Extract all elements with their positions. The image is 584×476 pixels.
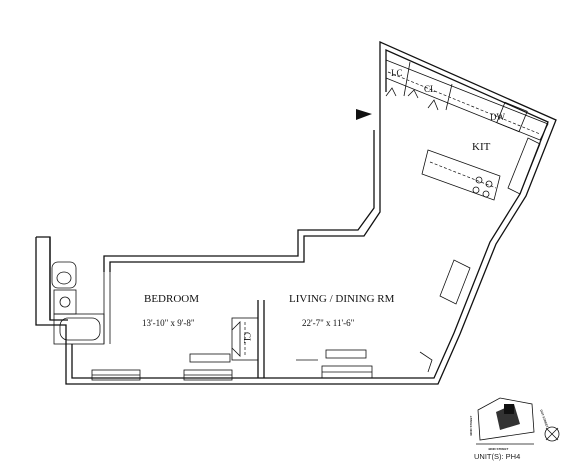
kitchen-name: KIT: [472, 141, 491, 153]
window-seat: [325, 349, 367, 359]
key-plan: 42ND STREET 42ND STREET DOT STREET UNIT(…: [469, 397, 560, 461]
bathtub-icon: [53, 313, 105, 345]
key-street-left: 42ND STREET: [469, 415, 473, 436]
sink-icon: [53, 289, 77, 315]
north-arrow-icon: [544, 426, 560, 442]
linen-closet-label: LC: [391, 68, 403, 78]
entry-arrow-icon: [356, 109, 372, 120]
bedroom-closet: [189, 300, 265, 378]
hall-closet-label: CL: [424, 84, 436, 94]
toilet-icon: [51, 261, 77, 289]
burner-icon: [475, 176, 483, 184]
bedroom-closet-label: CL: [242, 332, 252, 344]
key-street-bottom: 42ND STREET: [488, 447, 509, 451]
sink-icon: [496, 101, 528, 133]
bathroom: [51, 261, 111, 345]
burner-icon: [485, 180, 493, 188]
dishwasher-label: DW: [490, 112, 505, 122]
living-dimensions: 22'-7" x 11'-6": [302, 318, 355, 328]
bedroom-dimensions: 13'-10" x 9'-8": [142, 318, 195, 328]
burner-icon: [482, 190, 490, 198]
kitchen: [385, 59, 549, 201]
living-name: LIVING / DINING RM: [289, 293, 395, 305]
bedroom-name: BEDROOM: [144, 293, 199, 305]
key-street-right: DOT STREET: [539, 409, 549, 428]
exterior-walls: [35, 41, 557, 385]
unit-label: UNIT(S): PH4: [474, 452, 520, 461]
burner-icon: [472, 186, 480, 194]
